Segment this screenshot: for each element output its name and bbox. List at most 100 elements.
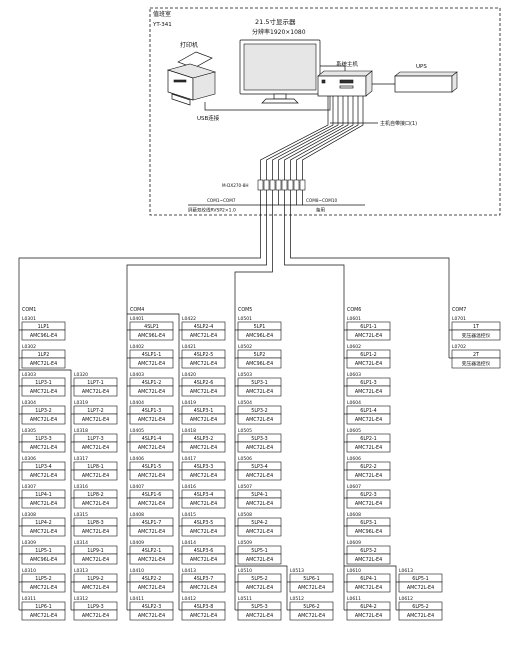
device-model-box	[129, 581, 174, 593]
device-model: AMC72L-E4	[246, 473, 273, 479]
duty-room-code: YT-341	[152, 22, 172, 28]
host-port-note: 主机自带接口(1)	[380, 120, 417, 127]
device-model: AMC72L-E4	[30, 501, 57, 507]
device-model: AMC72L-E4	[190, 585, 217, 591]
device-model-box	[73, 497, 118, 509]
loop-label: L0421	[182, 344, 196, 350]
bus-com6: COM6L06016LP1-1AMC72L-E4L06026LP1-2AMC72…	[284, 190, 443, 621]
loop-label: L0602	[347, 344, 361, 350]
device-name: 2T	[473, 352, 479, 358]
loop-label: L0403	[130, 372, 144, 378]
loop-label: L0310	[22, 568, 36, 574]
device-model-box	[21, 385, 66, 397]
com-port-label: COM6	[347, 307, 361, 313]
loop-label: L0607	[347, 484, 361, 490]
loop-label: L0601	[347, 316, 361, 322]
device-name: 1LP1	[38, 324, 50, 330]
loop-label: L0305	[22, 428, 36, 434]
device-model: AMC96L-E4	[30, 333, 57, 339]
bus-com5: COM5L05015LP1AMC96L-E4L05025LP2AMC96L-E4…	[234, 190, 334, 621]
device-model-box	[73, 469, 118, 481]
device-model: AMC72L-E4	[138, 585, 165, 591]
device-model-box	[21, 441, 66, 453]
device-name: 4SLP2-4	[194, 324, 214, 330]
device-model-box	[21, 469, 66, 481]
device-model: AMC72L-E4	[190, 501, 217, 507]
device-model-box	[21, 525, 66, 537]
device-name: 4SLP3-1	[194, 408, 214, 414]
loop-label: L0422	[182, 316, 196, 322]
com-port-label: COM7	[452, 307, 466, 313]
loop-label: L0503	[238, 372, 252, 378]
ups-label: UPS	[416, 64, 427, 70]
device-model-box	[73, 581, 118, 593]
printer-label: 打印机	[180, 41, 198, 49]
host-to-converter-line	[278, 96, 344, 180]
host-to-converter-line	[302, 96, 364, 180]
loop-label: L0420	[182, 372, 196, 378]
bus-trunk-line	[18, 190, 261, 610]
device-model: AMC72L-E4	[190, 417, 217, 423]
device-model-box	[129, 413, 174, 425]
loop-label: L0311	[22, 596, 36, 602]
device-model-box	[129, 553, 174, 565]
loop-label: L0512	[290, 596, 304, 602]
device-model-box	[73, 385, 118, 397]
loop-label: L0504	[238, 400, 252, 406]
device-model: AMC72L-E4	[138, 501, 165, 507]
device-model: AMC72L-E4	[30, 389, 57, 395]
device-name: 1LP7-1	[87, 380, 103, 386]
device-model-box	[237, 329, 282, 341]
loop-label: L0612	[399, 596, 413, 602]
loop-label: L0405	[130, 428, 144, 434]
com-port-label: COM1	[22, 307, 36, 313]
device-name: 4SLP2-2	[142, 576, 162, 582]
device-name: 5LP4-1	[251, 492, 267, 498]
loop-label: L0418	[182, 428, 196, 434]
device-model: AMC72L-E4	[138, 613, 165, 619]
device-model-box	[181, 553, 226, 565]
device-model-box	[21, 329, 66, 341]
loop-label: L0413	[182, 568, 196, 574]
device-model: AMC72L-E4	[246, 417, 273, 423]
device-name: 1LP7-3	[87, 436, 103, 442]
loop-label: L0306	[22, 456, 36, 462]
device-model: AMC72L-E4	[82, 613, 109, 619]
loop-label: L0417	[182, 456, 196, 462]
device-name: 6LP1-2	[360, 352, 376, 358]
device-model-box	[21, 413, 66, 425]
host-to-converter-line	[272, 96, 339, 180]
device-name: 6LP1-3	[360, 380, 376, 386]
loop-label: L0312	[74, 596, 88, 602]
device-name: 4SLP3-7	[194, 576, 214, 582]
device-model: AMC72L-E4	[190, 389, 217, 395]
loop-label: L0409	[130, 540, 144, 546]
device-model-box	[181, 413, 226, 425]
device-model: AMC96L-E4	[246, 361, 273, 367]
device-model-box	[346, 553, 391, 565]
device-model: AMC72L-E4	[355, 389, 382, 395]
device-model-box	[346, 525, 391, 537]
loop-label: L0317	[74, 456, 88, 462]
rs485-converter-module	[293, 179, 300, 191]
device-model: 变压器温控仪	[462, 360, 491, 367]
device-name: 6LP4-1	[360, 576, 376, 582]
device-model-box	[181, 525, 226, 537]
loop-label: L0404	[130, 400, 144, 406]
device-model-box	[346, 441, 391, 453]
host-to-converter-line	[260, 96, 329, 180]
device-model-box	[237, 497, 282, 509]
duty-room-boundary	[149, 7, 501, 216]
loop-label: L0411	[130, 596, 144, 602]
loop-label: L0410	[130, 568, 144, 574]
loop-label: L0604	[347, 400, 361, 406]
loop-label: L0701	[452, 316, 466, 322]
rs485-converter-module	[275, 179, 282, 191]
loop-label: L0308	[22, 512, 36, 518]
device-model: AMC72L-E4	[190, 473, 217, 479]
device-model: AMC72L-E4	[246, 585, 273, 591]
device-name: 5LP3-2	[251, 408, 267, 414]
device-name: 5LP3-4	[251, 464, 267, 470]
device-model-box	[21, 609, 66, 621]
device-model: AMC72L-E4	[30, 417, 57, 423]
